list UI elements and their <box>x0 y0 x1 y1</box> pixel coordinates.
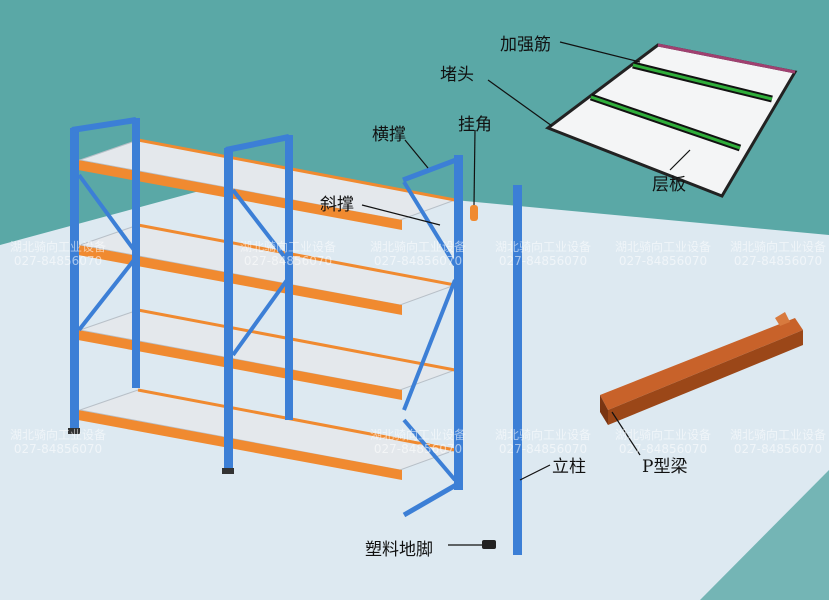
back-beam <box>137 308 456 372</box>
front-beam <box>78 245 402 315</box>
back-beam <box>137 388 456 452</box>
watermark-phone: 027-84856070 <box>733 442 823 456</box>
upright-back-middle <box>285 135 293 420</box>
watermark-company: 湖北骑向工业设备 <box>730 428 827 442</box>
exploded-side-frame <box>402 155 463 518</box>
label-shelf-panel: 层板 <box>652 175 686 195</box>
label-p-beam: P型梁 <box>642 457 688 477</box>
watermark-phone: 027-84856070 <box>13 254 103 268</box>
top-brace-left <box>71 117 137 133</box>
shelf-levels <box>78 138 457 480</box>
label-plastic-foot: 塑料地脚 <box>365 540 433 560</box>
diagonal-brace <box>402 180 457 267</box>
watermark-company: 湖北骑向工业设备 <box>615 428 712 442</box>
watermark-phone: 027-84856070 <box>618 442 708 456</box>
diagonal-brace <box>402 279 457 411</box>
p-beam-part <box>600 312 803 425</box>
front-beam <box>78 160 402 230</box>
watermark-company: 湖北骑向工业设备 <box>240 240 337 254</box>
watermark-company: 湖北骑向工业设备 <box>10 428 107 442</box>
watermark-company: 湖北骑向工业设备 <box>615 240 712 254</box>
top-brace-middle <box>225 134 290 153</box>
upright-front-left <box>70 128 79 433</box>
upright-front-middle <box>224 148 233 473</box>
leader-lines <box>361 41 691 546</box>
watermark-company: 湖北骑向工业设备 <box>495 240 592 254</box>
watermark-company: 湖北骑向工业设备 <box>495 428 592 442</box>
rack-uprights <box>68 117 293 474</box>
back-beam <box>137 138 456 202</box>
watermark-phone: 027-84856070 <box>243 254 333 268</box>
upright-back-left <box>132 118 140 388</box>
diagonal-brace <box>77 173 136 252</box>
front-beam <box>78 410 402 480</box>
watermark-phone: 027-84856070 <box>373 254 463 268</box>
shelf-panel-part <box>544 43 798 198</box>
floor-corner <box>700 470 829 600</box>
back-beam <box>137 223 456 287</box>
watermark-phone: 027-84856070 <box>373 442 463 456</box>
foot <box>222 468 234 474</box>
side-frame-upright <box>454 155 463 490</box>
watermark-phone: 027-84856070 <box>618 254 708 268</box>
diagonal-brace <box>231 278 289 357</box>
watermark-phone: 027-84856070 <box>498 254 588 268</box>
cross-brace <box>402 482 458 518</box>
label-cross-brace: 横撑 <box>372 125 406 145</box>
watermark-company: 湖北骑向工业设备 <box>370 240 467 254</box>
watermark-company: 湖北骑向工业设备 <box>370 428 467 442</box>
front-beam <box>78 330 402 400</box>
hanging-corner-part <box>470 205 478 221</box>
label-end-cap: 堵头 <box>440 65 474 85</box>
label-upright-column: 立柱 <box>552 457 586 477</box>
diagonal-brace <box>231 188 289 262</box>
label-diagonal-brace: 斜撑 <box>320 195 354 215</box>
label-reinforcement-rib: 加强筋 <box>500 35 551 55</box>
label-hanging-corner: 挂角 <box>458 115 492 135</box>
foot <box>68 428 80 434</box>
floor <box>0 180 829 600</box>
watermark-phone: 027-84856070 <box>13 442 103 456</box>
watermark-company: 湖北骑向工业设备 <box>730 240 827 254</box>
watermark-company: 湖北骑向工业设备 <box>10 240 107 254</box>
plastic-foot-part <box>482 540 496 549</box>
diagonal-brace <box>402 418 457 482</box>
cross-brace <box>402 157 457 183</box>
diagonal-brace <box>77 258 136 332</box>
watermark-phone: 027-84856070 <box>498 442 588 456</box>
watermark-phone: 027-84856070 <box>733 254 823 268</box>
upright-column-part <box>513 185 522 555</box>
